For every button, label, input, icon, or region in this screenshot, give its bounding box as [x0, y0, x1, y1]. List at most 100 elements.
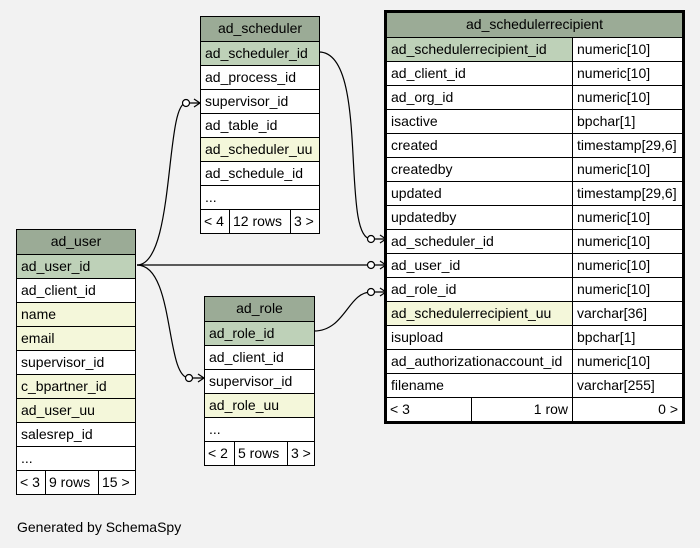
- column-name: salesrep_id: [21, 426, 93, 442]
- column-row[interactable]: supervisor_id: [17, 350, 135, 374]
- table-header[interactable]: ad_schedulerrecipient: [387, 13, 682, 37]
- column-row[interactable]: name: [17, 302, 135, 326]
- table-ad-role[interactable]: ad_role ad_role_id ad_client_id supervisor…: [204, 296, 315, 466]
- row-count: 1 row: [471, 398, 572, 421]
- column-name: updatedby: [391, 209, 457, 225]
- column-row[interactable]: ad_process_id: [201, 65, 319, 89]
- column-type: bpchar[1]: [572, 110, 682, 133]
- row-count: 9 rows: [45, 471, 98, 494]
- column-row[interactable]: ...: [205, 417, 314, 441]
- table-header[interactable]: ad_user: [17, 230, 135, 254]
- column-type: numeric[10]: [572, 350, 682, 373]
- column-row[interactable]: ad_user_uu: [17, 398, 135, 422]
- edge-end-circle: [366, 287, 376, 297]
- edge-end-circle: [366, 260, 376, 270]
- edge-scheduler-supervisor: [136, 102, 187, 266]
- parents-count[interactable]: < 3: [20, 474, 40, 490]
- column-name: filename: [391, 377, 444, 393]
- column-row[interactable]: supervisor_id: [205, 369, 314, 393]
- column-row[interactable]: ad_role_uu: [205, 393, 314, 417]
- edge-role-supervisor: [136, 264, 190, 379]
- table-footer: < 3 9 rows 15 >: [17, 470, 135, 494]
- column-name: name: [21, 306, 57, 322]
- column-row[interactable]: ad_table_id: [201, 113, 319, 137]
- parents-count[interactable]: < 3: [390, 401, 410, 417]
- column-row[interactable]: salesrep_id: [17, 422, 135, 446]
- column-name: ad_user_uu: [21, 402, 95, 418]
- column-name: supervisor_id: [205, 93, 289, 109]
- column-type: numeric[10]: [572, 86, 682, 109]
- column-name: supervisor_id: [209, 373, 293, 389]
- column-name: createdby: [391, 161, 453, 177]
- column-type: timestamp[29,6]: [572, 134, 682, 157]
- table-ad-scheduler[interactable]: ad_scheduler ad_scheduler_id ad_process_i…: [200, 16, 320, 234]
- column-type: varchar[36]: [572, 302, 682, 325]
- children-count[interactable]: 3 >: [290, 210, 319, 233]
- column-row[interactable]: ad_client_id: [205, 345, 314, 369]
- column-name: ad_scheduler_id: [205, 45, 308, 61]
- column-row[interactable]: ad_scheduler_id numeric[10]: [387, 229, 682, 253]
- generated-by-label: Generated by SchemaSpy: [17, 519, 182, 535]
- table-ad-schedulerrecipient[interactable]: ad_schedulerrecipient ad_schedulerrecipi…: [384, 10, 685, 424]
- column-row[interactable]: ...: [17, 446, 135, 470]
- column-row[interactable]: ad_role_id: [205, 321, 314, 345]
- column-row[interactable]: ad_schedule_id: [201, 161, 319, 185]
- column-name: ad_scheduler_uu: [205, 141, 313, 157]
- column-type: numeric[10]: [572, 254, 682, 277]
- column-row[interactable]: ad_scheduler_uu: [201, 137, 319, 161]
- column-name: ad_schedule_id: [205, 165, 304, 181]
- parents-count[interactable]: < 4: [204, 213, 224, 229]
- column-name: updated: [391, 185, 442, 201]
- edge-end-circle: [181, 98, 191, 108]
- edge-end-circle: [366, 234, 376, 244]
- column-type: numeric[10]: [572, 38, 682, 61]
- table-header[interactable]: ad_role: [205, 297, 314, 321]
- column-row[interactable]: ad_scheduler_id: [201, 41, 319, 65]
- column-name: ad_role_id: [209, 325, 275, 341]
- children-count[interactable]: 0 >: [572, 398, 682, 421]
- edge-end-circle: [184, 373, 194, 383]
- column-name: email: [21, 330, 55, 346]
- column-row[interactable]: ad_client_id: [17, 278, 135, 302]
- table-footer: < 2 5 rows 3 >: [205, 441, 314, 465]
- column-row[interactable]: ...: [201, 185, 319, 209]
- row-count: 5 rows: [234, 442, 287, 465]
- table-header[interactable]: ad_scheduler: [201, 17, 319, 41]
- edge-recipient-scheduler: [318, 51, 372, 240]
- column-type: numeric[10]: [572, 158, 682, 181]
- children-count[interactable]: 3 >: [287, 442, 314, 465]
- column-name: ad_role_id: [391, 281, 457, 297]
- column-name: supervisor_id: [21, 354, 105, 370]
- table-footer: < 4 12 rows 3 >: [201, 209, 319, 233]
- column-name: ad_role_uu: [209, 397, 280, 413]
- column-type: numeric[10]: [572, 230, 682, 253]
- column-row[interactable]: createdby numeric[10]: [387, 157, 682, 181]
- column-name: ad_user_id: [21, 258, 91, 274]
- parents-count[interactable]: < 2: [208, 445, 228, 461]
- table-footer: < 3 1 row 0 >: [387, 397, 682, 421]
- column-name: ...: [205, 189, 217, 205]
- column-row[interactable]: ad_user_id: [17, 254, 135, 278]
- column-name: isupload: [391, 329, 444, 345]
- column-name: c_bpartner_id: [21, 378, 107, 394]
- column-name: ad_scheduler_id: [391, 233, 494, 249]
- column-row[interactable]: c_bpartner_id: [17, 374, 135, 398]
- column-row[interactable]: email: [17, 326, 135, 350]
- column-row[interactable]: supervisor_id: [201, 89, 319, 113]
- children-count[interactable]: 15 >: [98, 471, 135, 494]
- edge-recipient-role: [313, 291, 372, 332]
